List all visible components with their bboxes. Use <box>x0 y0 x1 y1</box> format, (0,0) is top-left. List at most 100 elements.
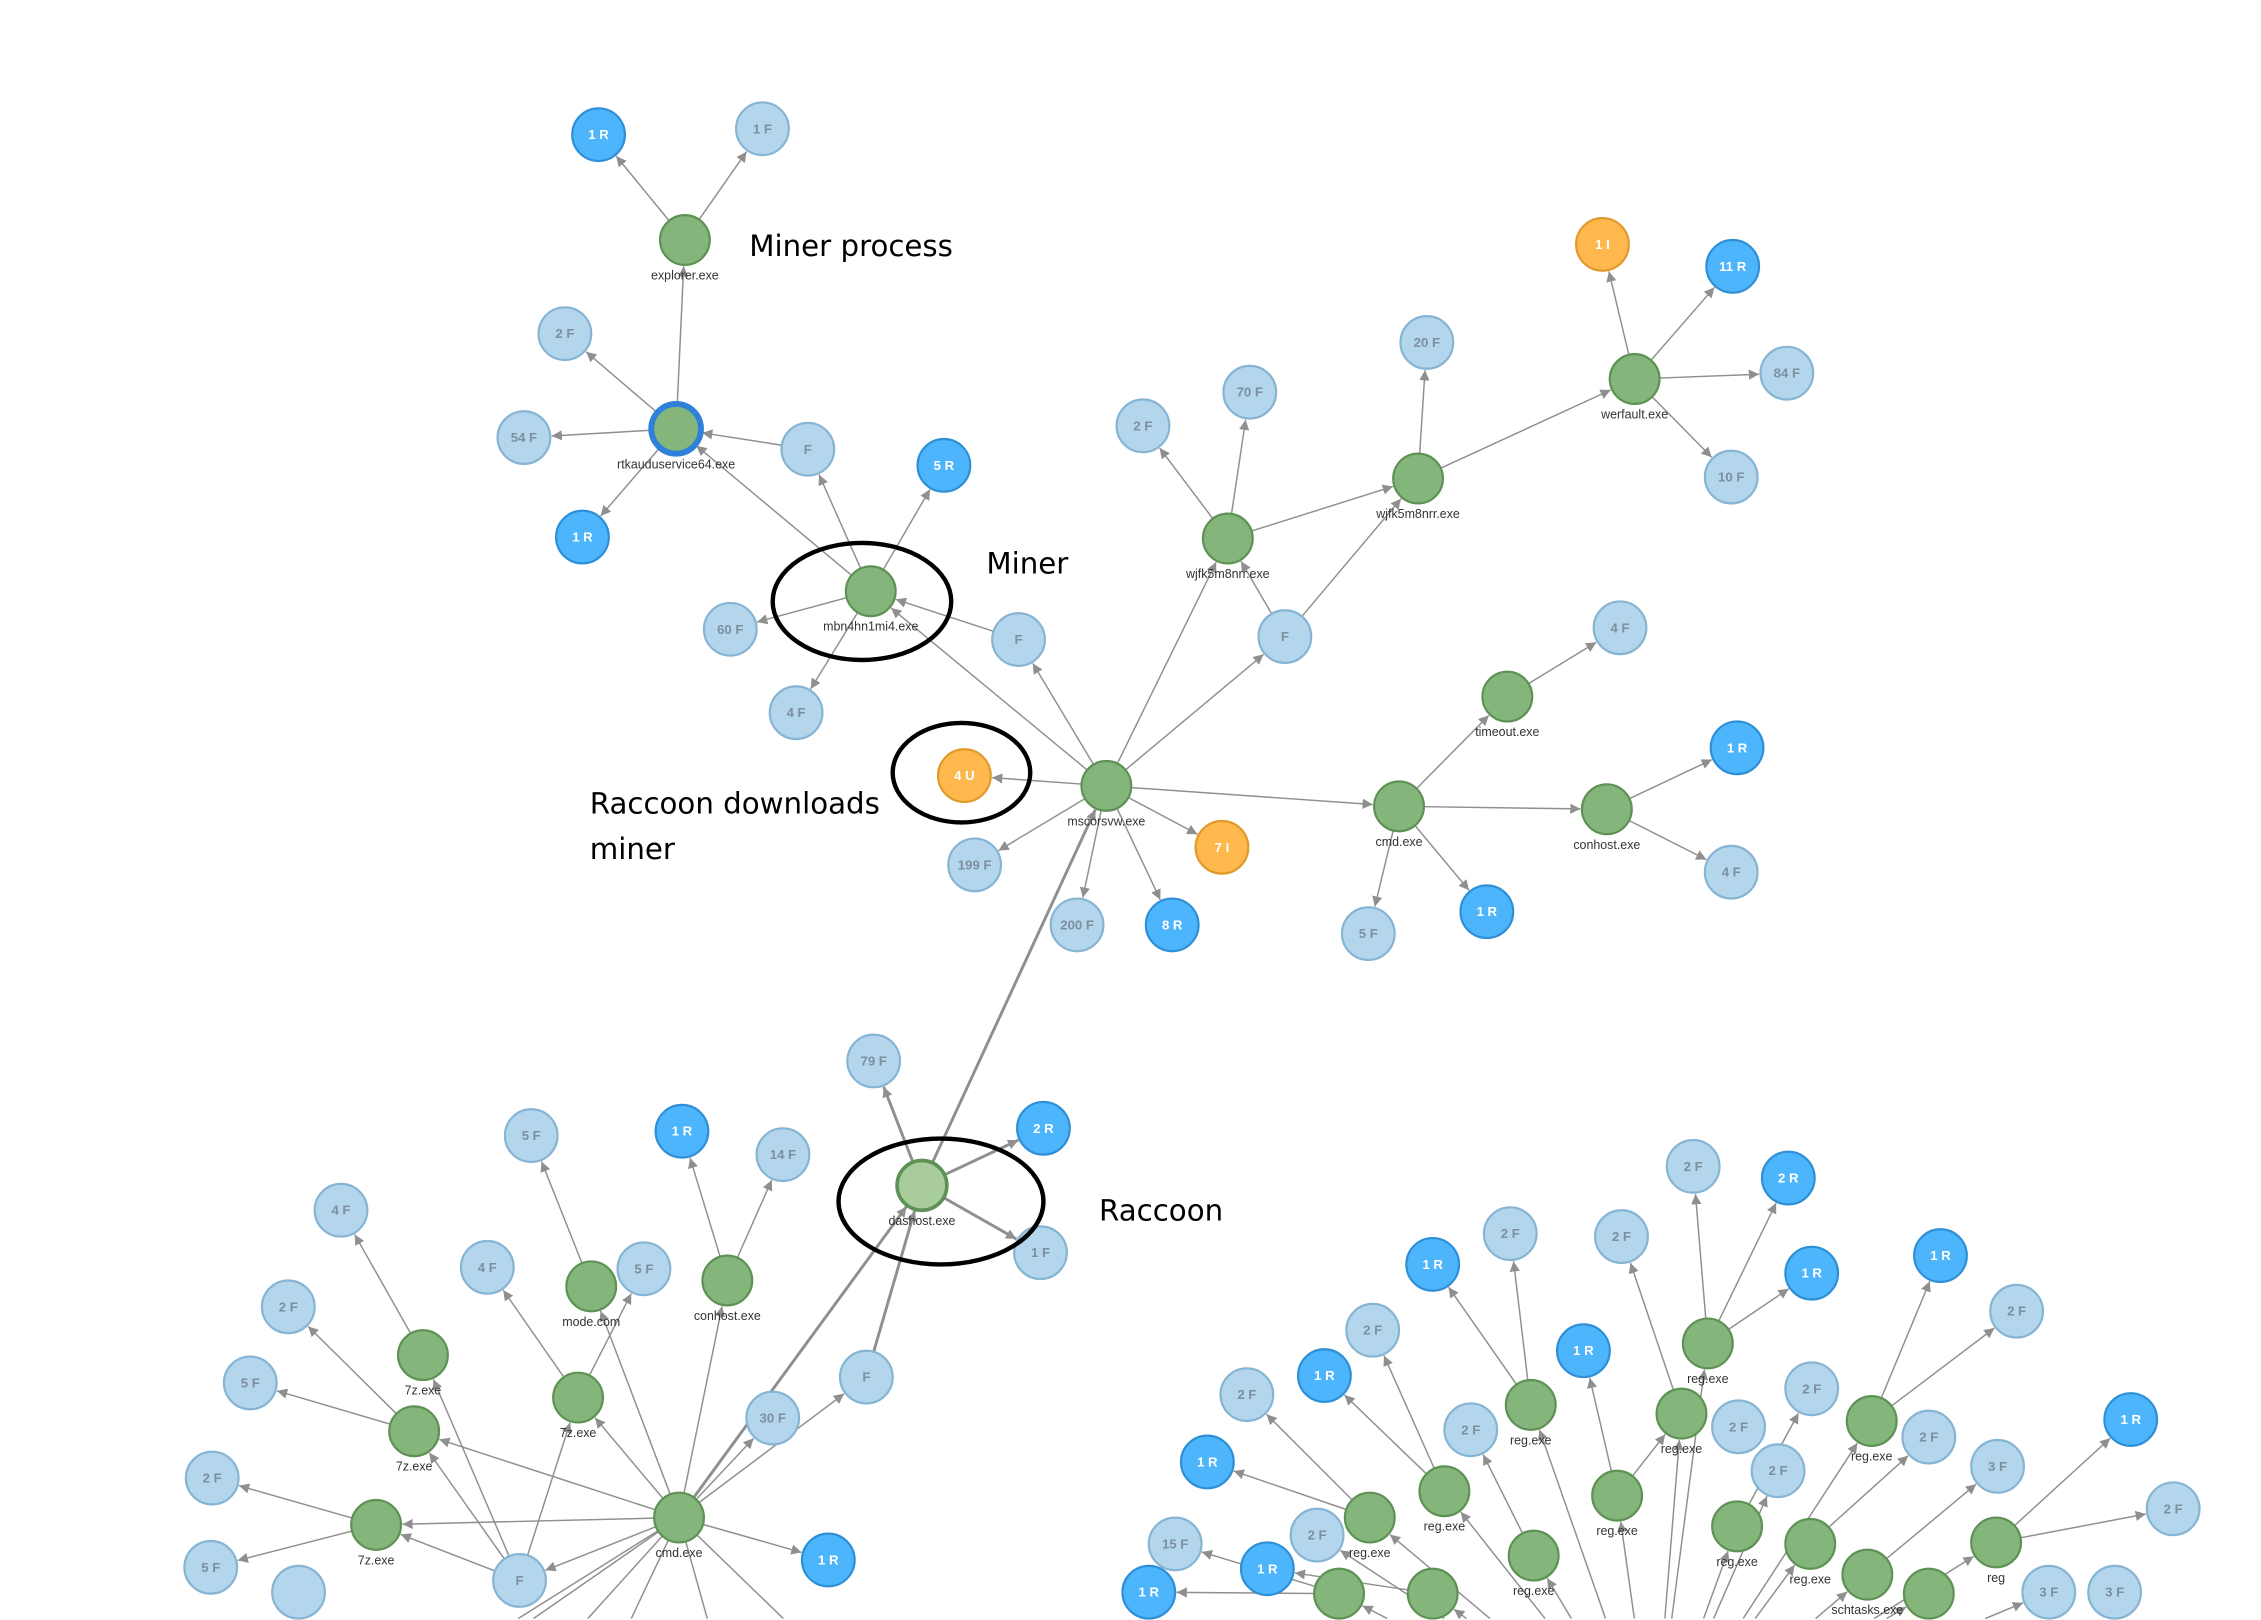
file-node-circle[interactable] <box>1345 1302 1401 1358</box>
injection-node-circle[interactable] <box>1575 216 1630 272</box>
process-node-circle[interactable] <box>648 400 704 457</box>
graph-node-injection[interactable]: 1 I <box>1575 216 1630 272</box>
graph-node-file[interactable]: 2 F <box>1711 1399 1766 1455</box>
registry-node-circle[interactable] <box>1913 1228 1968 1284</box>
registry-node-circle[interactable] <box>1784 1245 1840 1301</box>
file-node-circle[interactable] <box>184 1450 240 1506</box>
graph-node-injection[interactable]: 4 U <box>936 748 992 804</box>
file-node-circle[interactable] <box>492 1553 547 1608</box>
file-node-circle[interactable] <box>846 1033 902 1089</box>
process-node-circle[interactable] <box>844 565 897 618</box>
file-node-circle[interactable] <box>947 837 1003 893</box>
file-node-circle[interactable] <box>1901 1409 1957 1465</box>
graph-node-file[interactable]: 2 F <box>1989 1283 2045 1339</box>
graph-node-process[interactable]: werfault.exe <box>1600 353 1668 422</box>
file-node-circle[interactable] <box>271 1564 326 1620</box>
graph-node-process[interactable]: schtasks.exe <box>1831 1548 1903 1617</box>
graph-node-process[interactable]: conhost.exe <box>1573 783 1640 852</box>
graph-node-registry[interactable]: 1 R <box>1459 884 1515 940</box>
registry-node-circle[interactable] <box>1760 1150 1816 1206</box>
graph-node-file[interactable] <box>271 1564 326 1620</box>
registry-node-circle[interactable] <box>1705 238 1761 294</box>
file-node-circle[interactable] <box>1989 1283 2045 1339</box>
graph-node-file[interactable]: 2 F <box>260 1279 316 1335</box>
graph-node-registry[interactable]: 1 R <box>571 107 626 163</box>
graph-node-file[interactable]: 79 F <box>846 1033 902 1089</box>
graph-node-file[interactable]: 4 F <box>1592 600 1648 656</box>
file-node-circle[interactable] <box>313 1182 369 1238</box>
graph-node-file[interactable]: 199 F <box>947 837 1003 893</box>
graph-node-file[interactable]: F <box>991 612 1046 667</box>
graph-node-file[interactable]: F <box>492 1553 547 1608</box>
graph-node-file[interactable]: 4 F <box>768 685 824 741</box>
file-node-circle[interactable] <box>1703 844 1759 900</box>
file-node-circle[interactable] <box>1443 1402 1499 1458</box>
graph-node-registry[interactable]: 1 R <box>1296 1348 1352 1404</box>
graph-node-process[interactable]: reg.exe <box>1845 1395 1898 1463</box>
process-node-circle[interactable] <box>1343 1491 1396 1544</box>
graph-node-registry[interactable]: 8 R <box>1144 897 1200 953</box>
graph-node-file[interactable]: 3 F <box>2087 1564 2143 1620</box>
process-node-circle[interactable] <box>350 1498 403 1551</box>
graph-node-file[interactable]: F <box>1257 609 1313 665</box>
graph-node-process[interactable]: 7z.exe <box>552 1371 605 1440</box>
graph-node-file[interactable]: 20 F <box>1399 315 1455 370</box>
file-node-circle[interactable] <box>1703 449 1759 505</box>
graph-node-process[interactable]: reg.exe <box>1711 1500 1764 1569</box>
graph-node-process[interactable]: reg.exe <box>1681 1317 1734 1386</box>
graph-node-file[interactable]: 70 F <box>1222 364 1278 420</box>
process-node-circle[interactable] <box>1507 1529 1560 1582</box>
registry-node-circle[interactable] <box>800 1532 856 1588</box>
registry-node-circle[interactable] <box>1459 884 1515 940</box>
graph-node-file[interactable]: 4 F <box>313 1182 369 1238</box>
registry-node-circle[interactable] <box>1179 1434 1235 1490</box>
graph-node-registry[interactable]: 1 R <box>654 1103 710 1159</box>
process-node-circle[interactable] <box>1681 1317 1734 1370</box>
graph-node-registry[interactable]: 1 R <box>1121 1564 1177 1620</box>
file-node-circle[interactable] <box>1970 1438 2026 1494</box>
graph-node-file[interactable]: 2 F <box>537 306 593 362</box>
file-node-circle[interactable] <box>1289 1507 1345 1563</box>
file-node-circle[interactable] <box>222 1355 278 1411</box>
graph-node-registry[interactable]: 1 R <box>1555 1323 1611 1379</box>
process-node-circle[interactable] <box>1373 780 1426 833</box>
graph-node-file[interactable]: 2 F <box>1665 1138 1721 1194</box>
injection-node-circle[interactable] <box>936 748 992 804</box>
file-node-circle[interactable] <box>1257 609 1313 665</box>
graph-node-process[interactable]: reg.exe <box>1591 1469 1644 1538</box>
graph-node-file[interactable]: 3 F <box>1970 1438 2026 1494</box>
graph-node-process[interactable]: conhost.exe <box>694 1254 761 1323</box>
file-node-circle[interactable] <box>459 1239 515 1295</box>
graph-node-file[interactable]: 5 F <box>1340 906 1396 962</box>
process-node-circle[interactable] <box>1845 1395 1898 1447</box>
graph-node-registry[interactable]: 1 R <box>2103 1392 2159 1447</box>
graph-node-registry[interactable]: 11 R <box>1705 238 1761 294</box>
graph-node-file[interactable]: 2 F <box>1482 1206 1538 1262</box>
graph-node-registry[interactable]: 1 R <box>1179 1434 1235 1490</box>
graph-node-process[interactable]: mscorsvw.exe <box>1067 759 1145 828</box>
process-node-circle[interactable] <box>1392 452 1445 505</box>
graph-node-file[interactable]: 5 F <box>222 1355 278 1411</box>
graph-node-process[interactable]: reg <box>1970 1516 2023 1585</box>
process-node-circle[interactable] <box>1591 1469 1644 1522</box>
graph-node-file[interactable]: 2 F <box>2145 1481 2201 1537</box>
graph-node-process[interactable]: mbn4hn1mi4.exe <box>823 565 918 634</box>
graph-node-process[interactable] <box>1406 1567 1459 1620</box>
registry-node-circle[interactable] <box>1555 1323 1611 1379</box>
graph-node-file[interactable]: 5 F <box>183 1539 239 1595</box>
registry-node-circle[interactable] <box>916 437 972 493</box>
file-node-circle[interactable] <box>1115 398 1171 454</box>
graph-node-file[interactable]: 2 F <box>1750 1443 1806 1499</box>
file-node-circle[interactable] <box>616 1241 672 1297</box>
process-node-circle[interactable] <box>1504 1378 1557 1431</box>
registry-node-circle[interactable] <box>555 509 610 565</box>
file-node-circle[interactable] <box>1340 906 1396 962</box>
file-node-circle[interactable] <box>260 1279 316 1335</box>
process-node-circle[interactable] <box>1580 783 1633 836</box>
graph-node-registry[interactable]: 1 R <box>800 1532 856 1588</box>
graph-node-process[interactable]: reg.exe <box>1784 1517 1837 1586</box>
registry-node-circle[interactable] <box>1405 1236 1461 1292</box>
process-node-circle[interactable] <box>388 1405 441 1458</box>
registry-node-circle[interactable] <box>1144 897 1200 953</box>
graph-node-file[interactable]: 200 F <box>1049 897 1105 953</box>
